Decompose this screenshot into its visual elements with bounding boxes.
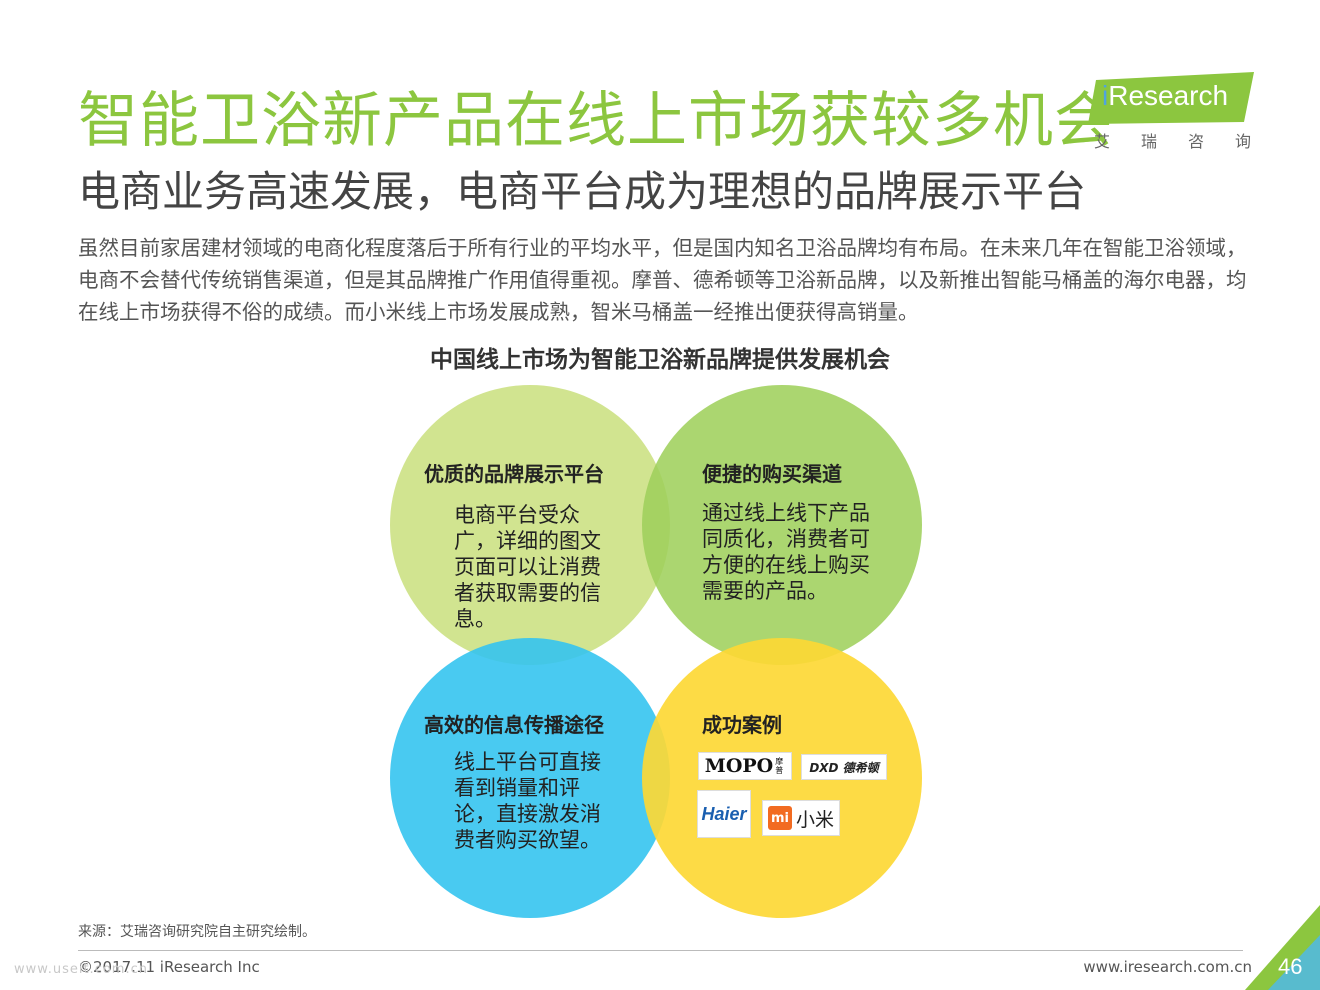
quadrant-body-bottom-left: 线上平台可直接看到销量和评论，直接激发消费者购买欲望。: [454, 750, 601, 852]
website-url: www.iresearch.com.cn: [1083, 958, 1252, 976]
quadrant-heading-bottom-right: 成功案例: [702, 713, 782, 737]
copyright: ©2017.11 iResearch Inc: [78, 958, 260, 976]
circle-bottom-left: [390, 638, 670, 918]
quadrant-body-top-right: 通过线上线下产品同质化，消费者可方便的在线上购买需要的产品。: [702, 501, 870, 603]
footer-divider: [78, 950, 1243, 951]
quadrant-body-top-left: 电商平台受众广，详细的图文页面可以让消费者获取需要的信息。: [454, 503, 601, 631]
page-title: 智能卫浴新产品在线上市场获较多机会: [78, 86, 1115, 156]
page-subtitle: 电商业务高速发展，电商平台成为理想的品牌展示平台: [78, 167, 1087, 216]
circle-top-right: [642, 385, 922, 665]
haier-logo: Haier: [697, 790, 751, 838]
diagram-title: 中国线上市场为智能卫浴新品牌提供发展机会: [430, 347, 890, 373]
xiaomi-logo: mi 小米: [762, 800, 840, 836]
page-number: 46: [1278, 954, 1303, 979]
logo-chinese-name: 艾瑞咨询: [1094, 132, 1283, 151]
circle-top-left: [390, 385, 670, 665]
logo-wordmark: iResearch: [1102, 80, 1229, 111]
logo-banner-shape: [1088, 72, 1254, 124]
quadrant-heading-top-left: 优质的品牌展示平台: [424, 462, 604, 486]
iresearch-logo: iResearch 艾瑞咨询: [1088, 70, 1258, 151]
quadrant-heading-top-right: 便捷的购买渠道: [702, 462, 842, 486]
dxd-logo: DXD 德希顿: [801, 754, 887, 780]
watermark: www.useit.com.cn: [14, 962, 148, 977]
source-note: 来源：艾瑞咨询研究院自主研究绘制。: [78, 924, 316, 940]
quadrant-heading-bottom-left: 高效的信息传播途径: [424, 713, 604, 737]
intro-paragraph: 虽然目前家居建材领域的电商化程度落后于所有行业的平均水平，但是国内知名卫浴品牌均…: [78, 236, 1247, 324]
xiaomi-name: 小米: [795, 808, 834, 831]
mi-icon: mi: [767, 806, 792, 830]
